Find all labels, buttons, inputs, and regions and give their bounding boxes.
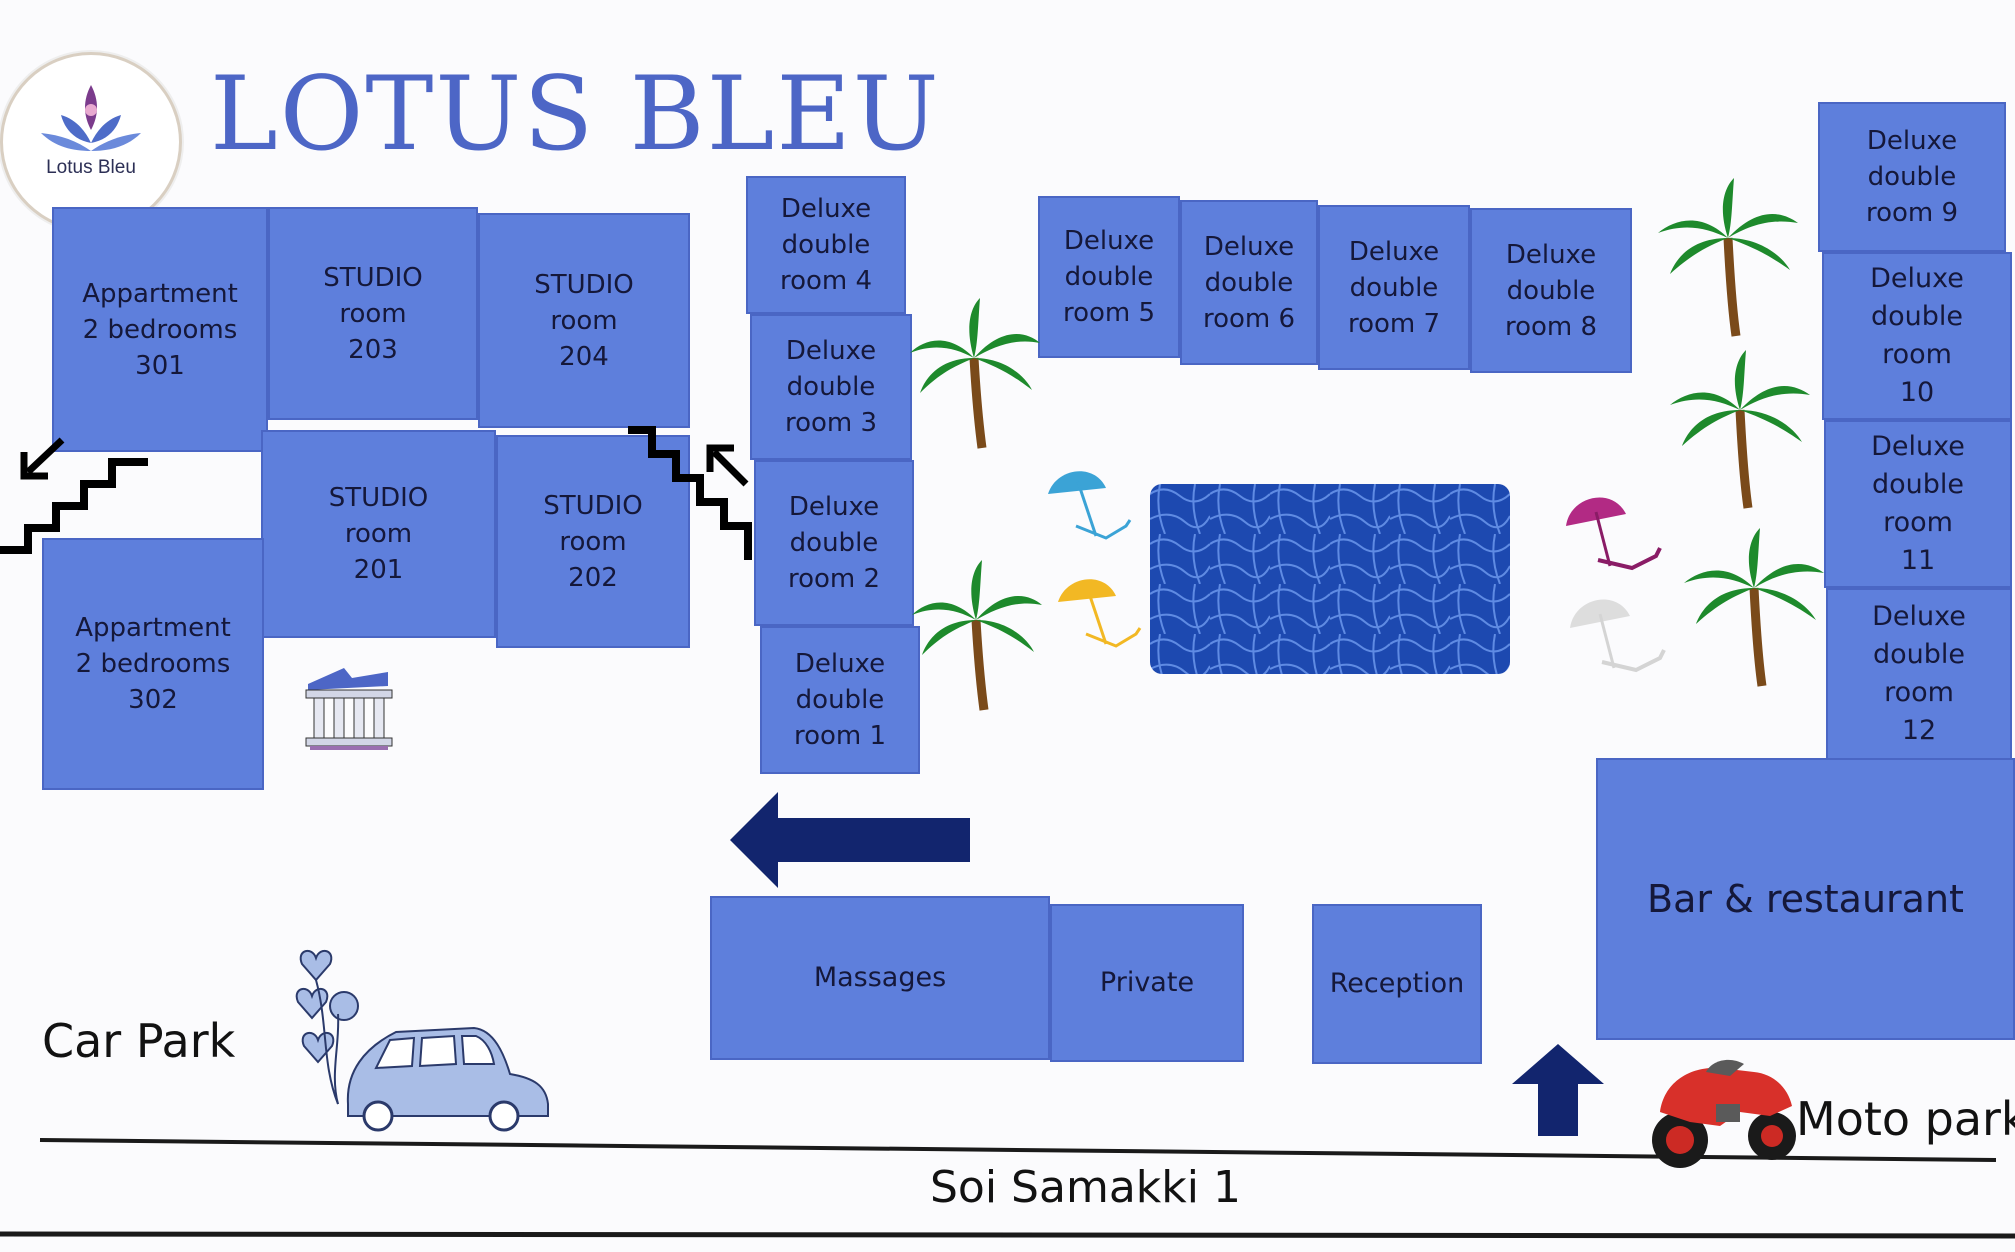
palm-tree-icon bbox=[912, 560, 1042, 711]
motorbike-icon bbox=[1652, 1059, 1796, 1168]
room-studio-201[interactable]: STUDIO room 201 bbox=[261, 430, 496, 638]
palm-tree-icon bbox=[1684, 528, 1824, 687]
logo-text: Lotus Bleu bbox=[46, 157, 136, 178]
room-apartment-301[interactable]: Appartment 2 bedrooms 301 bbox=[52, 207, 268, 452]
palm-tree-icon bbox=[1670, 350, 1810, 509]
reception[interactable]: Reception bbox=[1312, 904, 1482, 1064]
stairs-right-icon bbox=[628, 426, 752, 560]
room-deluxe-6[interactable]: Deluxe double room 6 bbox=[1180, 200, 1318, 365]
bar-restaurant[interactable]: Bar & restaurant bbox=[1596, 758, 2015, 1040]
palm-tree-icon bbox=[910, 298, 1040, 449]
street-name: Soi Samakki 1 bbox=[930, 1162, 1241, 1213]
lotus-bleu-logo: Lotus Bleu bbox=[0, 52, 182, 232]
page-title: LOTUS BLEU bbox=[210, 55, 941, 174]
swimming-pool bbox=[1150, 484, 1510, 674]
beach-umbrella-icon bbox=[1048, 471, 1132, 540]
room-deluxe-5[interactable]: Deluxe double room 5 bbox=[1038, 196, 1180, 358]
room-deluxe-3[interactable]: Deluxe double room 3 bbox=[750, 314, 912, 460]
room-deluxe-7[interactable]: Deluxe double room 7 bbox=[1318, 205, 1470, 370]
temple-icon bbox=[305, 668, 393, 750]
beach-umbrella-icon bbox=[1570, 599, 1666, 673]
lotus-flower-icon bbox=[41, 85, 141, 151]
room-studio-203[interactable]: STUDIO room 203 bbox=[268, 207, 478, 420]
room-deluxe-1[interactable]: Deluxe double room 1 bbox=[760, 626, 920, 774]
car-park-label: Car Park bbox=[42, 1014, 236, 1068]
room-apartment-302[interactable]: Appartment 2 bedrooms 302 bbox=[42, 538, 264, 790]
room-studio-204[interactable]: STUDIO room 204 bbox=[478, 213, 690, 428]
room-deluxe-4[interactable]: Deluxe double room 4 bbox=[746, 176, 906, 314]
room-deluxe-9[interactable]: Deluxe double room 9 bbox=[1818, 102, 2006, 252]
car-icon bbox=[295, 949, 549, 1132]
room-studio-202[interactable]: STUDIO room 202 bbox=[496, 435, 690, 648]
moto-park-label: Moto park bbox=[1796, 1092, 2015, 1146]
direction-arrow-left-icon bbox=[730, 792, 970, 888]
room-deluxe-8[interactable]: Deluxe double room 8 bbox=[1470, 208, 1632, 373]
room-deluxe-12[interactable]: Deluxe double room 12 bbox=[1826, 588, 2012, 760]
room-deluxe-11[interactable]: Deluxe double room 11 bbox=[1824, 420, 2012, 588]
private-room[interactable]: Private bbox=[1050, 904, 1244, 1062]
beach-umbrella-icon bbox=[1058, 579, 1142, 648]
beach-umbrella-icon bbox=[1566, 497, 1662, 571]
stairs-left-icon bbox=[0, 437, 148, 554]
direction-arrow-up-icon bbox=[1512, 1044, 1604, 1136]
room-deluxe-10[interactable]: Deluxe double room 10 bbox=[1822, 252, 2012, 420]
palm-tree-icon bbox=[1658, 178, 1798, 337]
room-deluxe-2[interactable]: Deluxe double room 2 bbox=[754, 460, 914, 626]
massages-room[interactable]: Massages bbox=[710, 896, 1050, 1060]
